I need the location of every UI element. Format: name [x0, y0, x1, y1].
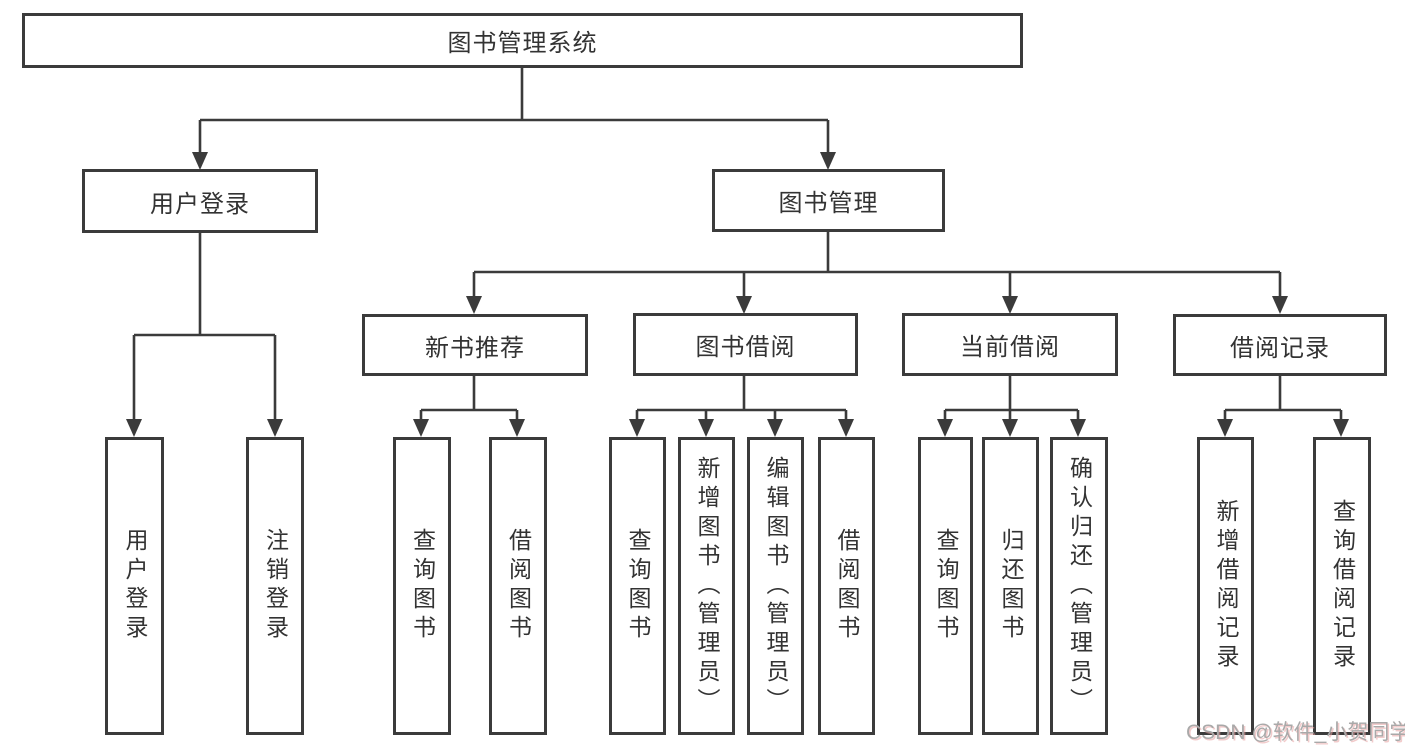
leaf-logout: 注销登录 — [246, 437, 304, 735]
leaf-label: 借阅图书 — [505, 528, 532, 644]
leaf-label: 借阅图书 — [834, 528, 860, 644]
leaf-label: 查询借阅记录 — [1329, 499, 1356, 673]
leaf-query-books-3: 查询图书 — [918, 437, 973, 735]
leaf-add-borrow-record: 新增借阅记录 — [1197, 437, 1254, 735]
leaf-return-books: 归还图书 — [982, 437, 1039, 735]
leaf-add-books-admin: 新增图书（管理员） — [678, 437, 735, 735]
node-user-login: 用户登录 — [82, 169, 318, 233]
leaf-borrow-books-1: 借阅图书 — [489, 437, 547, 735]
leaf-label: 查询图书 — [933, 528, 959, 644]
leaf-user-login: 用户登录 — [105, 437, 164, 735]
leaf-label: 注销登录 — [262, 528, 289, 644]
node-borrow-records: 借阅记录 — [1173, 314, 1387, 376]
leaf-label: 查询图书 — [409, 528, 436, 644]
leaf-label: 确认归还（管理员） — [1066, 455, 1093, 717]
leaf-label: 查询图书 — [625, 528, 651, 644]
leaf-query-books-2: 查询图书 — [609, 437, 666, 735]
leaf-label: 新增借阅记录 — [1213, 499, 1239, 673]
leaf-label: 新增图书（管理员） — [694, 455, 720, 717]
leaf-query-borrow-record: 查询借阅记录 — [1313, 437, 1371, 735]
leaf-label: 编辑图书（管理员） — [763, 455, 789, 717]
node-root-system: 图书管理系统 — [22, 13, 1023, 68]
node-book-borrow: 图书借阅 — [633, 313, 858, 376]
leaf-query-books-1: 查询图书 — [393, 437, 451, 735]
csdn-watermark: CSDN @软件_小贺同学 — [1186, 721, 1405, 744]
node-current-borrow: 当前借阅 — [902, 313, 1118, 376]
node-book-management: 图书管理 — [712, 169, 945, 232]
leaf-borrow-books-2: 借阅图书 — [818, 437, 875, 735]
leaf-label: 用户登录 — [122, 528, 148, 644]
leaf-label: 归还图书 — [998, 528, 1024, 644]
leaf-confirm-return-admin: 确认归还（管理员） — [1050, 437, 1108, 735]
leaf-edit-books-admin: 编辑图书（管理员） — [747, 437, 804, 735]
node-new-book-recommend: 新书推荐 — [362, 314, 588, 376]
